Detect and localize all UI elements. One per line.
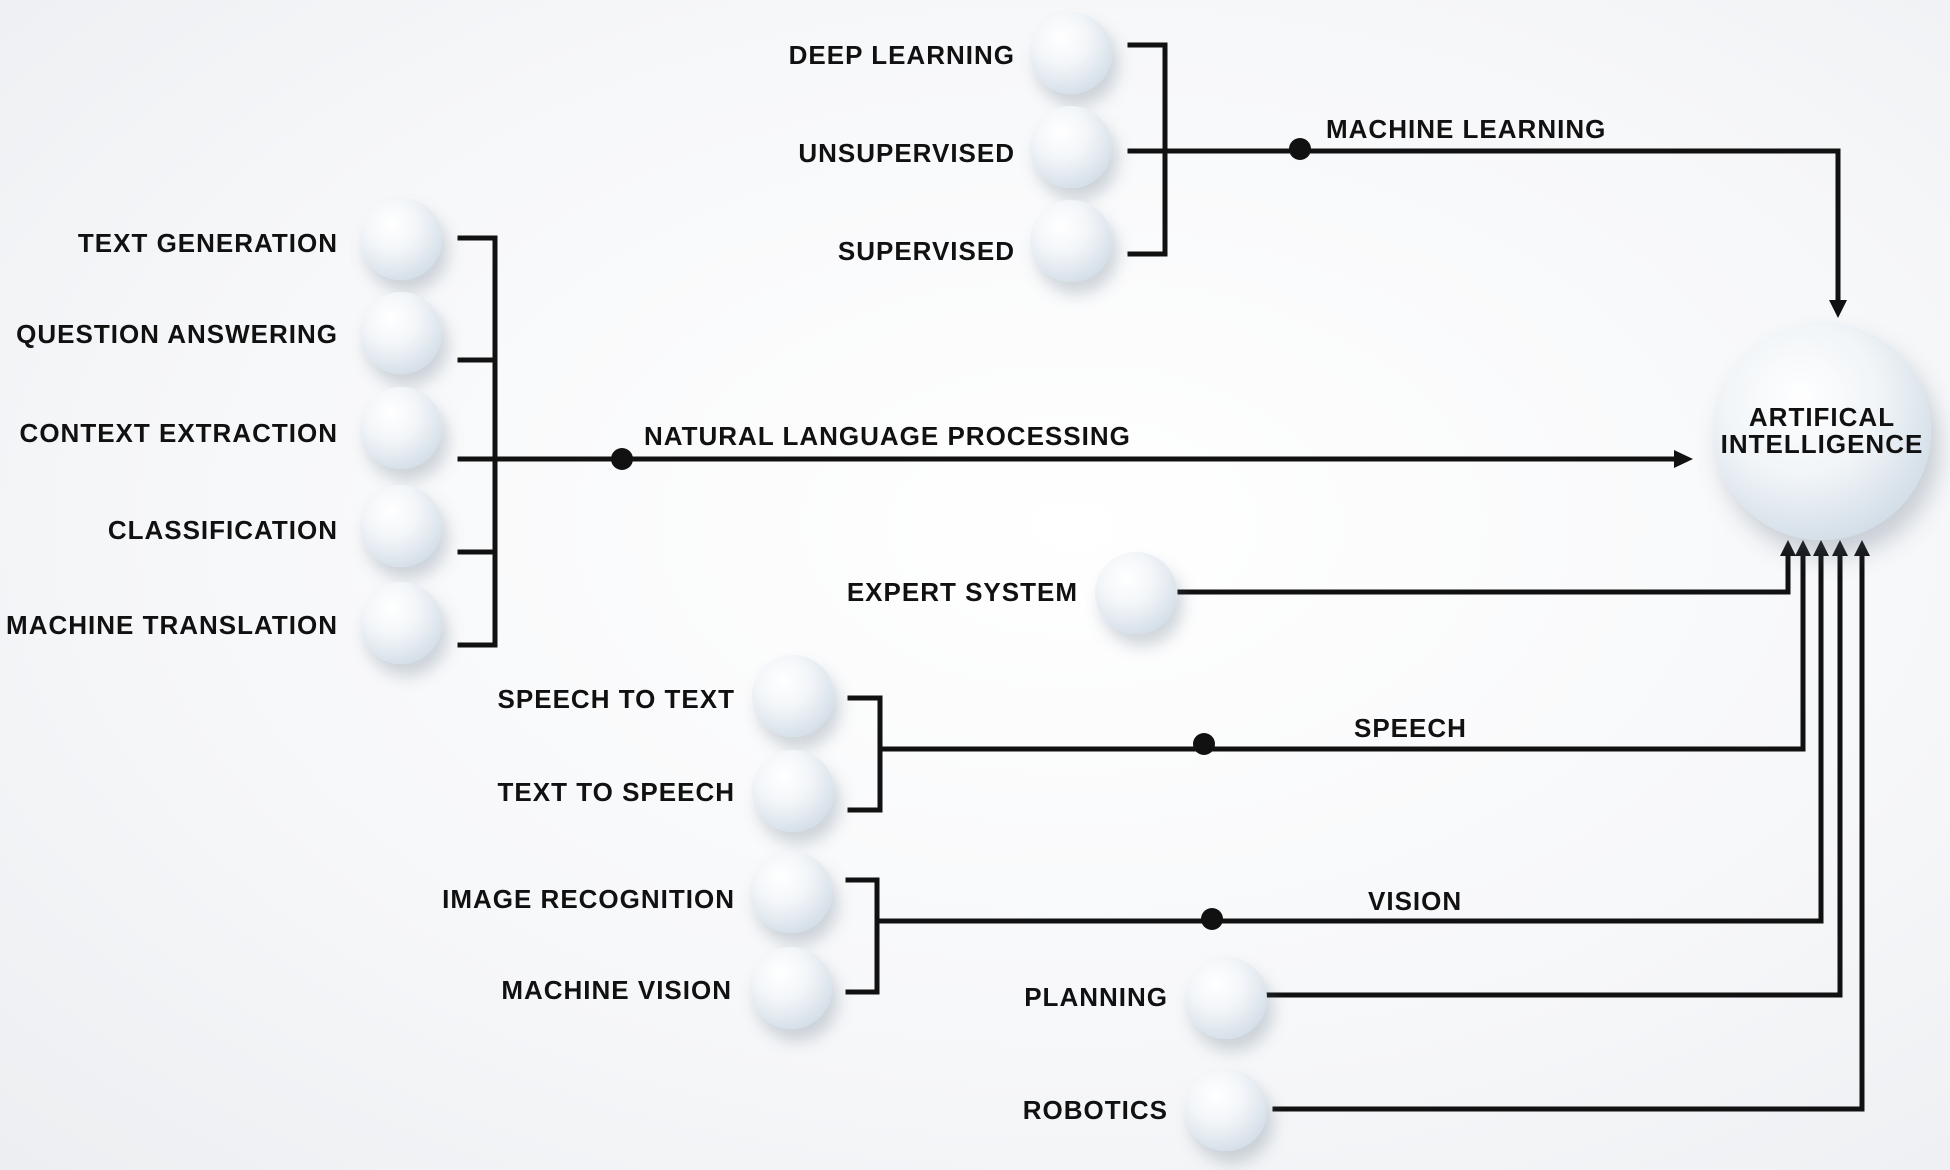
robotics-arrowhead: [1854, 540, 1870, 556]
bubble-text-generation: [360, 198, 442, 280]
ml-junction-dot: [1289, 138, 1311, 160]
ml-arrowhead: [1829, 300, 1847, 318]
label-machine-vision: MACHINE VISION: [501, 975, 732, 1005]
expert-arrowhead: [1780, 540, 1796, 556]
bubble-expert-system: [1095, 552, 1177, 634]
bubble-machine-translation: [360, 582, 442, 664]
speech-connector: [877, 552, 1806, 752]
nlp-bracket: [457, 235, 498, 648]
ai-center-node: ARTIFICAL INTELLIGENCE: [1713, 322, 1931, 540]
label-speech: SPEECH: [1354, 713, 1467, 743]
vision-connector: [874, 552, 1824, 924]
vision-junction-dot: [1201, 908, 1223, 930]
label-vision: VISION: [1368, 886, 1463, 916]
nlp-bracket-ticks: [457, 357, 498, 555]
label-unsupervised: UNSUPERVISED: [798, 138, 1015, 168]
center-label-line2: INTELLIGENCE: [1720, 429, 1924, 459]
bubble-machine-vision: [750, 947, 832, 1029]
label-context-extraction: CONTEXT EXTRACTION: [19, 418, 338, 448]
bubble-deep-learning: [1030, 12, 1112, 94]
speech-arrowhead: [1795, 540, 1811, 556]
bubble-speech-to-text: [752, 655, 834, 737]
nlp-junction-dot: [611, 448, 633, 470]
speech-junction-dot: [1193, 733, 1215, 755]
bubble-text-to-speech: [752, 750, 834, 832]
bubble-planning: [1185, 957, 1267, 1039]
robotics-connector: [1272, 552, 1865, 1112]
planning-arrowhead: [1832, 540, 1848, 556]
nlp-arrowhead: [1674, 450, 1693, 468]
vision-arrowhead: [1813, 540, 1829, 556]
label-planning: PLANNING: [1024, 982, 1168, 1012]
expert-connector: [1177, 552, 1791, 595]
planning-connector: [1262, 552, 1843, 998]
bubble-context-extraction: [360, 387, 442, 469]
bubble-robotics: [1185, 1069, 1267, 1151]
bubble-unsupervised: [1030, 106, 1112, 188]
label-machine-learning: MACHINE LEARNING: [1326, 114, 1607, 144]
speech-bracket: [847, 695, 883, 813]
label-deep-learning: DEEP LEARNING: [788, 40, 1015, 70]
label-image-recognition: IMAGE RECOGNITION: [442, 884, 735, 914]
center-label-line1: ARTIFICAL: [1748, 402, 1896, 432]
bubble-supervised: [1030, 200, 1112, 282]
label-robotics: ROBOTICS: [1022, 1095, 1168, 1125]
bubble-question-answering: [360, 292, 442, 374]
ml-connector: [1162, 148, 1841, 303]
label-classification: CLASSIFICATION: [107, 515, 338, 545]
label-machine-translation: MACHINE TRANSLATION: [6, 610, 338, 640]
label-text-generation: TEXT GENERATION: [77, 228, 338, 258]
label-nlp: NATURAL LANGUAGE PROCESSING: [644, 421, 1131, 451]
bubble-image-recognition: [750, 851, 832, 933]
bubble-classification: [360, 485, 442, 567]
label-supervised: SUPERVISED: [837, 236, 1015, 266]
label-question-answering: QUESTION ANSWERING: [16, 319, 338, 349]
vision-bracket: [845, 877, 880, 995]
label-text-to-speech: TEXT TO SPEECH: [497, 777, 735, 807]
label-expert-system: EXPERT SYSTEM: [846, 577, 1078, 607]
label-speech-to-text: SPEECH TO TEXT: [497, 684, 735, 714]
